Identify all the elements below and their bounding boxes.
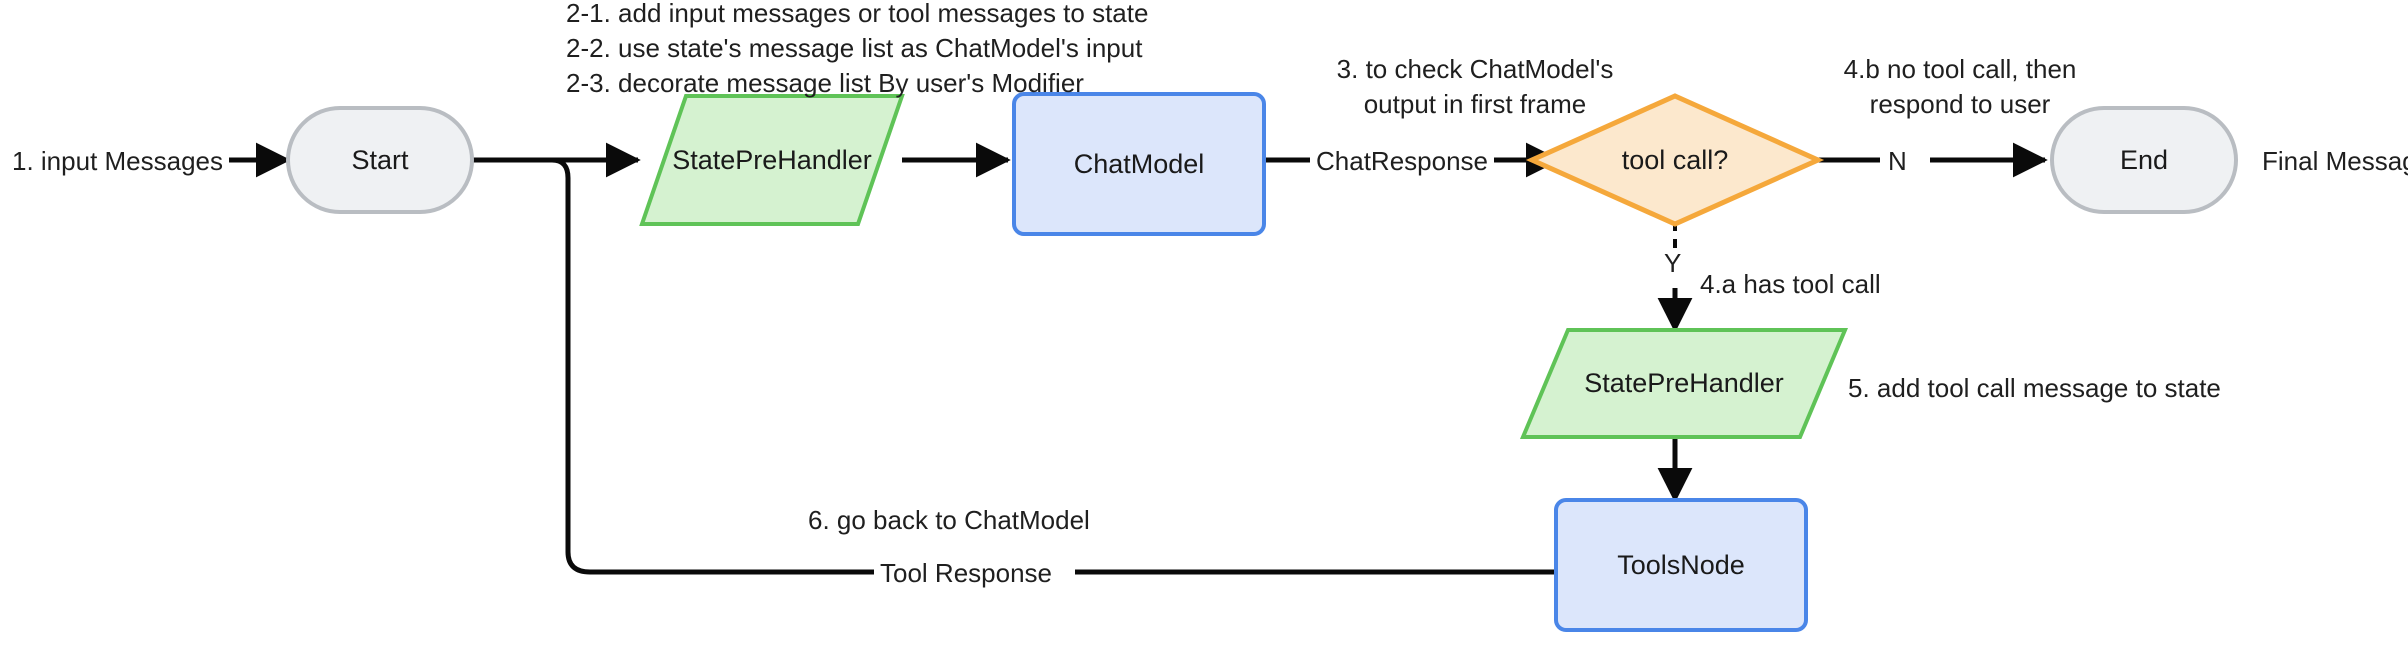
node-end[interactable] — [2050, 106, 2238, 214]
node-chat-model[interactable] — [1012, 92, 1266, 236]
edge-label-final-message: Final Message — [2256, 146, 2408, 177]
edge-label-no-branch: N — [1882, 146, 1913, 177]
annotation-step4b: 4.b no tool call, then respond to user — [1830, 52, 2090, 122]
annotation-step2-line3: 2-3. decorate message list By user's Mod… — [566, 68, 1084, 98]
annotation-step4b-line2: respond to user — [1869, 89, 2051, 119]
edge-label-tool-response: Tool Response — [874, 558, 1058, 589]
node-start[interactable] — [286, 106, 474, 214]
annotation-step3: 3. to check ChatModel's output in first … — [1330, 52, 1620, 122]
annotation-step4b-line1: 4.b no tool call, then — [1843, 54, 2077, 84]
edge-label-chat-response: ChatResponse — [1310, 146, 1494, 177]
edge-label-input-messages: 1. input Messages — [6, 146, 230, 177]
node-state-pre-handler-bottom[interactable] — [1519, 328, 1849, 439]
edge-label-yes-branch: Y — [1658, 248, 1688, 279]
annotation-step6: 6. go back to ChatModel — [808, 505, 1090, 535]
annotation-step3-line2: output in first frame — [1363, 89, 1587, 119]
annotation-step4a: 4.a has tool call — [1700, 269, 1881, 299]
annotation-step2-line2: 2-2. use state's message list as ChatMod… — [566, 33, 1143, 63]
annotation-step5: 5. add tool call message to state — [1848, 373, 2221, 403]
node-tools-node[interactable] — [1554, 498, 1808, 632]
edge-loopback-riser — [537, 157, 880, 575]
annotation-step2: 2-1. add input messages or tool messages… — [566, 0, 1148, 101]
node-tool-call-decision[interactable] — [1525, 93, 1825, 227]
annotation-step2-line1: 2-1. add input messages or tool messages… — [566, 0, 1149, 28]
node-state-pre-handler-top[interactable] — [639, 94, 905, 226]
annotation-step3-line1: 3. to check ChatModel's — [1336, 54, 1614, 84]
